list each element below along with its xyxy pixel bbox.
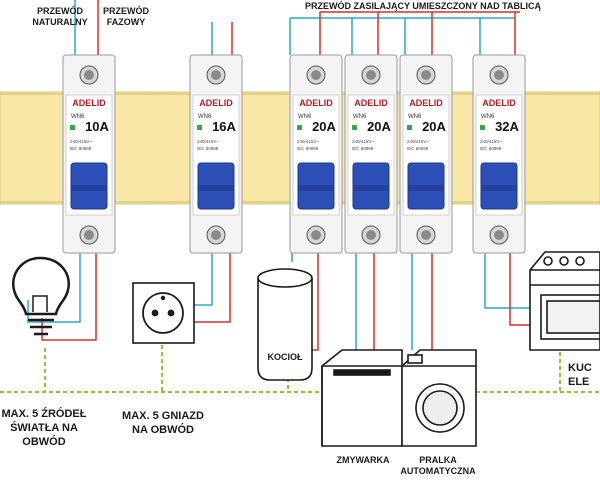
screw-head-icon [421, 70, 431, 80]
screw-head-icon [211, 230, 221, 240]
status-indicator-icon [297, 125, 302, 130]
lights-circuit-label-line2: ŚWIATŁA NA [10, 421, 78, 434]
boiler-label: KOCIOŁ [262, 352, 308, 364]
cooker-icon [529, 251, 600, 351]
screw-head-icon [311, 70, 321, 80]
washing-machine-label-line2: AUTOMATYCZNA [400, 466, 476, 477]
toggle-ridge [408, 185, 444, 191]
status-indicator-icon [197, 125, 202, 130]
breaker-model: WN6 [198, 114, 212, 120]
screw-head-icon [494, 70, 504, 80]
phase-wire-label: PRZEWÓD FAZOWY [96, 6, 156, 29]
breaker-model: WN6 [353, 114, 367, 120]
breaker-model: WN6 [298, 114, 312, 120]
breaker-spec-text: 240/415V~ [70, 139, 92, 144]
breaker-spec-text: IEC 60898 [297, 146, 319, 151]
breaker-rating: 20A [312, 119, 336, 134]
washing-machine-icon [401, 349, 477, 447]
lights-circuit-label: MAX. 5 ŹRÓDEŁ ŚWIATŁA NA OBWÓD [0, 408, 88, 449]
boiler-icon [257, 268, 313, 381]
dishwasher-icon [321, 349, 403, 447]
breaker-spec-text: 240/415V~ [197, 139, 219, 144]
breaker-spec-text: IEC 60898 [197, 146, 219, 151]
cooker-label-line2: ELE [568, 375, 590, 388]
breaker-spec-text: IEC 60898 [480, 146, 502, 151]
screw-head-icon [84, 230, 94, 240]
neutral-wire-label-line1: PRZEWÓD [37, 6, 83, 16]
phase-wire-label-line2: FAZOWY [106, 17, 146, 28]
breaker-brand: ADELID [354, 98, 388, 108]
breaker-brand: ADELID [299, 98, 333, 108]
cooker-label-line1: KUC [568, 362, 592, 374]
toggle-ridge [198, 185, 234, 191]
breaker-spec-text: IEC 60898 [70, 146, 92, 151]
sockets-circuit-label-line1: MAX. 5 GNIAZD [122, 410, 204, 422]
sockets-circuit-label: MAX. 5 GNIAZD NA OBWÓD [108, 410, 218, 438]
screw-head-icon [311, 230, 321, 240]
breaker-spec-text: 240/415V~ [352, 139, 374, 144]
supply-wires [74, 0, 520, 55]
status-indicator-icon [352, 125, 357, 130]
breaker-rating: 20A [367, 119, 391, 134]
breaker-model: WN6 [481, 114, 495, 120]
breaker-rating: 32A [495, 119, 519, 134]
breaker-model: WN6 [71, 114, 85, 120]
breaker-brand: ADELID [72, 98, 106, 108]
breaker-spec-text: IEC 60898 [352, 146, 374, 151]
lights-circuit-label-line1: MAX. 5 ŹRÓDEŁ [1, 408, 87, 420]
socket-icon [132, 282, 195, 344]
cooker-label: KUC ELE [568, 362, 600, 390]
status-indicator-icon [480, 125, 485, 130]
sockets-circuit-label-line2: NA OBWÓD [132, 423, 194, 436]
breaker-spec-text: 240/415V~ [297, 139, 319, 144]
screw-head-icon [366, 230, 376, 240]
washing-machine-label-line1: PRALKA [419, 455, 457, 465]
status-indicator-icon [70, 125, 75, 130]
neutral-wire-label-line2: NATURALNY [32, 17, 88, 28]
breaker-rating: 10A [85, 119, 109, 134]
lights-circuit-label-line3: OBWÓD [22, 435, 66, 448]
breaker-model: WN6 [408, 114, 422, 120]
breaker-rating: 20A [422, 119, 446, 134]
breaker-brand: ADELID [199, 98, 233, 108]
breaker-brand: ADELID [409, 98, 443, 108]
screw-head-icon [84, 70, 94, 80]
breaker-brand: ADELID [482, 98, 516, 108]
light-bulb-icon [11, 256, 71, 336]
breaker-spec-text: 240/415V~ [480, 139, 502, 144]
washing-machine-label: PRALKA AUTOMATYCZNA [400, 455, 476, 478]
load-wires [27, 250, 538, 351]
breaker-rating: 16A [212, 119, 236, 134]
toggle-ridge [481, 185, 517, 191]
phase-wire-label-line1: PRZEWÓD [103, 6, 149, 16]
toggle-ridge [298, 185, 334, 191]
screw-head-icon [494, 230, 504, 240]
dishwasher-label: ZMYWARKA [336, 455, 390, 465]
toggle-ridge [71, 185, 107, 191]
breaker-spec-text: IEC 60898 [407, 146, 429, 151]
supply-wire-label: PRZEWÓD ZASILAJĄCY UMIESZCZONY NAD TABLI… [305, 1, 542, 11]
screw-head-icon [421, 230, 431, 240]
toggle-ridge [353, 185, 389, 191]
neutral-wire-label: PRZEWÓD NATURALNY [25, 6, 95, 29]
breaker-spec-text: 240/415V~ [407, 139, 429, 144]
screw-head-icon [211, 70, 221, 80]
status-indicator-icon [407, 125, 412, 130]
screw-head-icon [366, 70, 376, 80]
